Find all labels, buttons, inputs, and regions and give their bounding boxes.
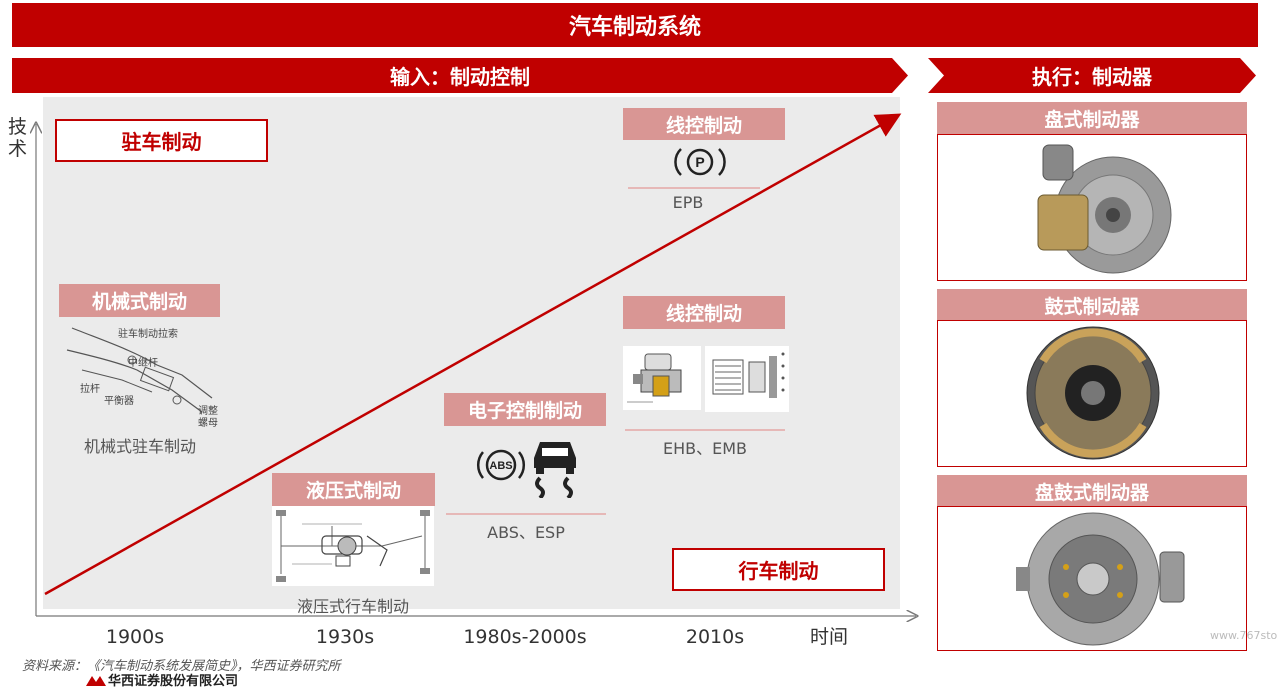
x-axis-label: 时间 <box>810 622 848 649</box>
ehb-unit-image <box>623 346 701 410</box>
disc-brake-photo <box>937 134 1247 281</box>
drum-brake-label: 鼓式制动器 <box>937 289 1247 321</box>
disc-drum-brake-label: 盘鼓式制动器 <box>937 475 1247 507</box>
electronic-brake-label-text: 电子控制制动 <box>467 400 582 422</box>
mechanical-brake-sketch <box>66 327 213 413</box>
annotation-nut: 螺母 <box>198 418 218 429</box>
input-band-label: 输入：制动控制 <box>390 65 530 89</box>
annotation-pull-rod: 拉杆 <box>80 384 100 395</box>
disc-brake-label-text: 盘式制动器 <box>1044 108 1140 131</box>
emb-unit-image <box>705 346 789 412</box>
drum-brake-photo <box>937 320 1247 467</box>
disc-drum-brake-label-text: 盘鼓式制动器 <box>1034 481 1149 504</box>
watermark: www.767sto <box>1210 629 1278 642</box>
ehb-caption: EHB、EMB <box>662 439 747 458</box>
parking-brake-box: 驻车制动 <box>55 119 268 162</box>
electronic-brake-caption: ABS、ESP <box>487 523 565 542</box>
abs-icon: ABS <box>476 449 526 481</box>
bbw-epb-label-text: 线控制动 <box>665 114 742 137</box>
company-name: 华西证券股份有限公司 <box>108 674 239 689</box>
drum-brake-image <box>1026 326 1160 460</box>
tick-2010s: 2010s <box>685 626 745 648</box>
hydraulic-brake-caption: 液压式行车制动 <box>296 597 409 616</box>
epb-separator <box>628 187 760 189</box>
tick-1900s: 1900s <box>105 626 165 648</box>
bbw-ehb-label-text: 线控制动 <box>665 303 742 325</box>
epb-parking-icon: P <box>674 148 726 176</box>
y-axis-label: 技术 <box>8 116 32 160</box>
service-brake-box: 行车制动 <box>672 548 885 591</box>
hydraulic-brake-diagram <box>272 506 434 586</box>
company-logo <box>86 676 106 686</box>
trend-arrow <box>44 113 902 596</box>
drum-brake-label-text: 鼓式制动器 <box>1044 295 1140 318</box>
electronic-brake-label: 电子控制制动 <box>444 393 606 426</box>
epb-icon-text: P <box>695 154 704 170</box>
mechanical-brake-label: 机械式制动 <box>59 284 220 317</box>
epb-caption: EPB <box>672 193 704 212</box>
page-title-text: 汽车制动系统 <box>568 15 701 40</box>
parking-brake-label: 驻车制动 <box>121 130 202 154</box>
hydraulic-brake-label: 液压式制动 <box>272 473 435 506</box>
y-axis-label-text: 技术 <box>8 116 28 160</box>
execute-band: 执行：制动器 <box>928 58 1256 93</box>
annotation-cable: 驻车制动拉索 <box>118 329 178 340</box>
source-note: 资料来源：《汽车制动系统发展简史》，华西证券研究所 <box>22 659 341 674</box>
abs-icon-text: ABS <box>489 460 512 472</box>
tick-1980s-2000s: 1980s-2000s <box>463 626 587 648</box>
input-band: 输入：制动控制 <box>12 58 908 93</box>
service-brake-label: 行车制动 <box>738 559 819 583</box>
annotation-equalizer: 平衡器 <box>104 396 134 407</box>
hydraulic-brake-label-text: 液压式制动 <box>305 480 401 502</box>
electronic-separator <box>446 513 606 515</box>
tick-1930s: 1930s <box>315 626 375 648</box>
disc-brake-label: 盘式制动器 <box>937 102 1247 134</box>
disc-brake-image <box>1037 144 1172 274</box>
bbw-ehb-label: 线控制动 <box>623 296 785 329</box>
disc-drum-brake-image <box>1016 512 1185 646</box>
ehb-separator <box>625 429 785 431</box>
esp-icon <box>534 442 576 498</box>
disc-drum-brake-photo <box>937 506 1247 651</box>
execute-band-label: 执行：制动器 <box>1032 65 1152 89</box>
page-title: 汽车制动系统 <box>12 3 1258 47</box>
annotation-adjust: 调整 <box>198 406 218 417</box>
bbw-epb-label: 线控制动 <box>623 108 785 140</box>
mechanical-brake-label-text: 机械式制动 <box>91 291 187 313</box>
annotation-relay-lever: 中继杆 <box>128 358 158 369</box>
x-axis-label-text: 时间 <box>810 626 849 648</box>
mechanical-brake-caption: 机械式驻车制动 <box>83 437 196 456</box>
